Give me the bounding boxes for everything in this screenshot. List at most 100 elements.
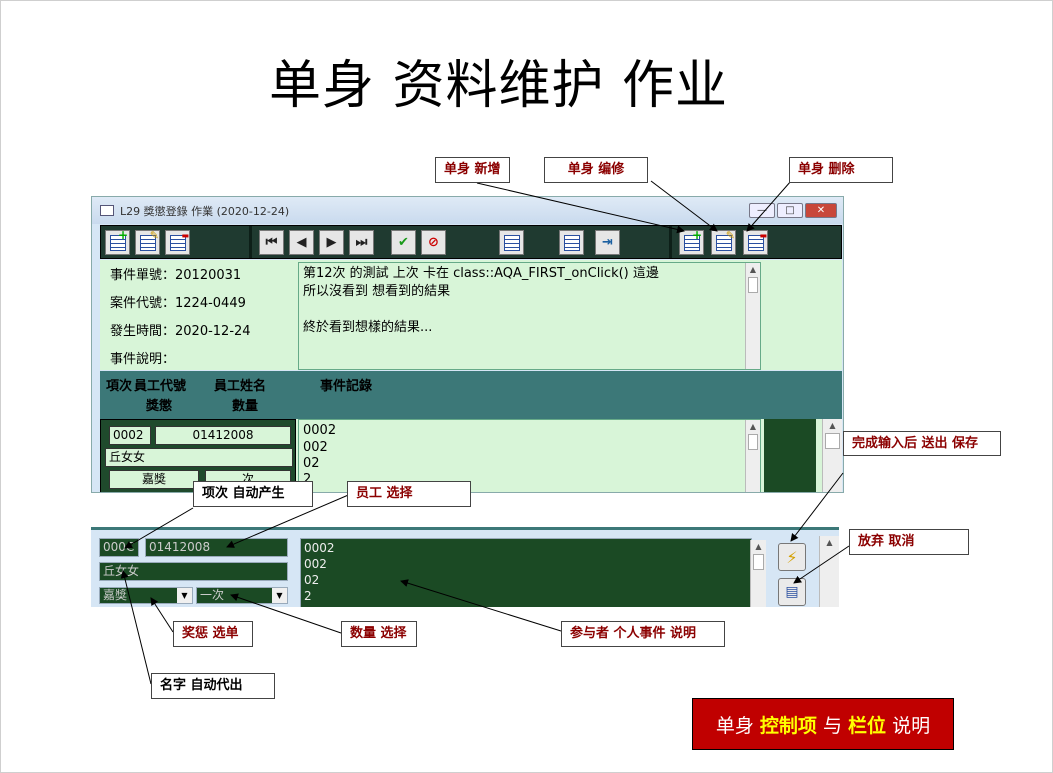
- scroll-up-icon[interactable]: ▲: [749, 422, 757, 431]
- slide-title: 单身 资料维护 作业: [269, 56, 729, 116]
- detail-row[interactable]: 0002 01412008 丘女女 嘉獎 次 0002 002 02 2 ▲ ▲: [100, 419, 842, 492]
- first-icon[interactable]: ⏮: [259, 230, 284, 255]
- detail-delete-icon[interactable]: [743, 230, 768, 255]
- emp-id[interactable]: 01412008: [155, 426, 291, 445]
- toolbar: ⏮ ◀ ▶ ⏭ ✔ ⊘ ⇥: [100, 225, 842, 259]
- date-label: 發生時間：: [110, 324, 176, 339]
- item-no-field[interactable]: 000C: [99, 538, 139, 557]
- scroll-thumb[interactable]: [748, 277, 758, 293]
- scroll-thumb[interactable]: [748, 434, 758, 450]
- col-emp-name: 員工姓名: [214, 379, 267, 394]
- col-award: 獎懲: [146, 399, 173, 414]
- memo-line: [303, 301, 756, 319]
- event-no-label: 事件單號：: [110, 268, 176, 283]
- minimize-button[interactable]: —: [749, 203, 775, 218]
- callout-employee: 员工 选择: [347, 481, 471, 507]
- record-scrollbar[interactable]: ▲: [745, 420, 760, 492]
- legend-part3: 与: [822, 714, 842, 737]
- legend-box: 单身 控制项 与 栏位 说明: [692, 698, 954, 750]
- detail-edit-icon[interactable]: [711, 229, 736, 255]
- close-button[interactable]: ✕: [805, 203, 837, 218]
- callout-participant: 参与者 个人事件 说明: [561, 621, 725, 647]
- participant-memo[interactable]: 0002 002 02 2: [300, 538, 752, 607]
- action-strip: [764, 419, 816, 492]
- delete-record-icon[interactable]: [165, 230, 190, 255]
- callout-edit: 单身 编修: [544, 157, 648, 183]
- award-select-value: 嘉獎: [103, 588, 128, 602]
- toolbar-separator: [669, 226, 672, 258]
- memo-line: 終於看到想樣的結果...: [303, 320, 433, 335]
- last-icon[interactable]: ⏭: [349, 230, 374, 255]
- memo-line: 所以沒看到 想看到的結果: [303, 284, 451, 299]
- record-line: 0002: [303, 423, 337, 438]
- qty-select[interactable]: 一次 ▼: [196, 587, 288, 604]
- callout-cancel: 放弃 取消: [849, 529, 969, 555]
- date-row: 發生時間：2020-12-24: [110, 320, 251, 339]
- chevron-down-icon[interactable]: ▼: [177, 588, 192, 603]
- callout-add: 单身 新增: [435, 157, 510, 183]
- cancel-edit-button[interactable]: ▤: [778, 578, 806, 606]
- participant-line: 02: [304, 573, 320, 587]
- participant-line: 0002: [304, 541, 335, 555]
- maximize-button[interactable]: □: [777, 203, 803, 218]
- col-emp-id: 員工代號: [134, 379, 187, 394]
- toolbar-separator: [249, 226, 252, 258]
- app-window: L29 獎懲登錄 作業 (2020-12-24) — □ ✕ ⏮ ◀ ▶ ⏭ ✔…: [91, 196, 844, 493]
- employee-field[interactable]: 01412008: [145, 538, 288, 557]
- window-titlebar[interactable]: L29 獎懲登錄 作業 (2020-12-24): [92, 197, 843, 224]
- grid-scrollbar[interactable]: ▲: [822, 419, 842, 492]
- detail-edit-fields: 000C 01412008 丘女女 嘉獎 ▼ 一次 ▼: [96, 536, 290, 607]
- exit-icon[interactable]: ⇥: [595, 230, 620, 255]
- event-memo[interactable]: 第12次 的測試 上次 卡在 class::AQA_FIRST_onClick(…: [298, 262, 761, 370]
- edit-record-icon[interactable]: [135, 229, 160, 255]
- scroll-up-icon[interactable]: ▲: [829, 421, 836, 430]
- legend-part4: 栏位: [848, 714, 887, 737]
- memo-scrollbar[interactable]: ▲: [745, 263, 760, 369]
- col-qty: 數量: [232, 399, 259, 414]
- report-icon[interactable]: [499, 230, 524, 255]
- memo-line: 第12次 的測試 上次 卡在 class::AQA_FIRST_onClick(…: [303, 266, 659, 281]
- window-title: L29 獎懲登錄 作業 (2020-12-24): [120, 204, 290, 218]
- confirm-icon[interactable]: ✔: [391, 230, 416, 255]
- col-item: 項次: [106, 379, 133, 394]
- scroll-up-icon[interactable]: ▲: [755, 542, 762, 551]
- callout-delete: 单身 删除: [789, 157, 893, 183]
- add-record-icon[interactable]: [105, 228, 130, 255]
- window-controls: — □ ✕: [749, 203, 837, 218]
- award-value[interactable]: 嘉獎: [109, 470, 199, 489]
- date-value[interactable]: 2020-12-24: [175, 324, 251, 339]
- item-no[interactable]: 0002: [109, 426, 151, 445]
- callout-item-auto: 项次 自动产生: [193, 481, 313, 507]
- name-field: 丘女女: [99, 562, 288, 581]
- prev-icon[interactable]: ◀: [289, 230, 314, 255]
- print-icon[interactable]: [559, 230, 584, 255]
- event-no-value[interactable]: 20120031: [175, 268, 242, 283]
- detail-add-icon[interactable]: [679, 228, 704, 255]
- award-select[interactable]: 嘉獎 ▼: [99, 587, 193, 604]
- cancel-icon[interactable]: ⊘: [421, 230, 446, 255]
- next-icon[interactable]: ▶: [319, 230, 344, 255]
- callout-qty: 数量 选择: [341, 621, 417, 647]
- scroll-up-icon[interactable]: ▲: [749, 265, 757, 274]
- app-icon: [100, 205, 114, 216]
- record-memo[interactable]: 0002 002 02 2 ▲: [298, 419, 761, 492]
- case-code-value[interactable]: 1224-0449: [175, 296, 246, 311]
- detail-row-fields: 0002 01412008 丘女女 嘉獎 次: [100, 419, 296, 492]
- participant-line: 002: [304, 557, 327, 571]
- legend-part1: 单身: [715, 714, 754, 737]
- save-button[interactable]: ⚡: [778, 543, 806, 571]
- panel-scrollbar[interactable]: ▲: [819, 536, 839, 607]
- record-line: 002: [303, 440, 328, 455]
- participant-scrollbar[interactable]: ▲: [750, 540, 766, 607]
- callout-award: 奖惩 选单: [173, 621, 253, 647]
- record-line: 02: [303, 456, 320, 471]
- chevron-down-icon[interactable]: ▼: [272, 588, 287, 603]
- scroll-thumb[interactable]: [753, 554, 764, 570]
- event-no-row: 事件單號：20120031: [110, 264, 241, 283]
- scroll-up-icon[interactable]: ▲: [826, 538, 833, 547]
- scroll-thumb[interactable]: [825, 433, 840, 449]
- legend-part2: 控制项: [759, 714, 817, 737]
- participant-line: 2: [304, 589, 312, 603]
- legend-part5: 说明: [892, 714, 931, 737]
